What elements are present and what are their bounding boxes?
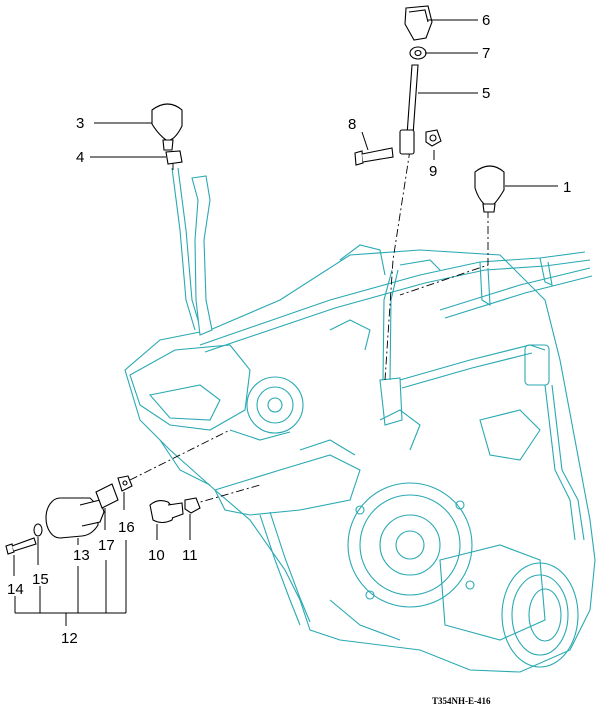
part-13-knob (45, 497, 105, 539)
drawing-code: T354NH-E-416 (432, 696, 491, 706)
part-10-knob (149, 499, 184, 524)
callout-10: 10 (148, 547, 165, 564)
transmission-assembly (124, 244, 596, 673)
callout-9: 9 (429, 163, 437, 180)
leader-lines (13, 19, 558, 626)
part-17-sleeve (95, 483, 119, 509)
part-9-nut (425, 129, 442, 147)
callout-6: 6 (482, 12, 490, 29)
callout-11: 11 (182, 547, 198, 564)
part-14-bolt (5, 537, 37, 555)
callout-3: 3 (76, 115, 84, 132)
callout-1: 1 (563, 179, 571, 196)
part-11-nut (184, 497, 201, 514)
part-6-knob (404, 5, 433, 41)
callout-5: 5 (482, 85, 490, 102)
callout-16: 16 (118, 519, 135, 536)
callout-15: 15 (32, 571, 49, 588)
right-shift-lever (379, 269, 403, 426)
callout-13: 13 (73, 547, 90, 564)
part-5-lever-rod (399, 64, 419, 155)
part-7-nut (409, 46, 427, 60)
callout-14: 14 (7, 581, 24, 598)
part-16-nut (117, 475, 133, 492)
part-15-washer (33, 523, 43, 537)
callout-labels: 1 12 3 4 5 6 7 8 9 10 11 13 14 15 16 17 (7, 12, 571, 647)
part-8-bolt (354, 147, 394, 166)
callout-7: 7 (482, 45, 490, 62)
callout-8: 8 (348, 116, 356, 133)
callout-12: 12 (61, 630, 78, 647)
assembly-centerlines (129, 149, 489, 506)
left-shift-lever (171, 167, 213, 336)
callout-4: 4 (76, 149, 84, 166)
part-4-nut (165, 150, 183, 165)
part-1-knob (474, 165, 505, 213)
callout-17: 17 (98, 537, 115, 554)
part-3-knob (151, 103, 183, 151)
